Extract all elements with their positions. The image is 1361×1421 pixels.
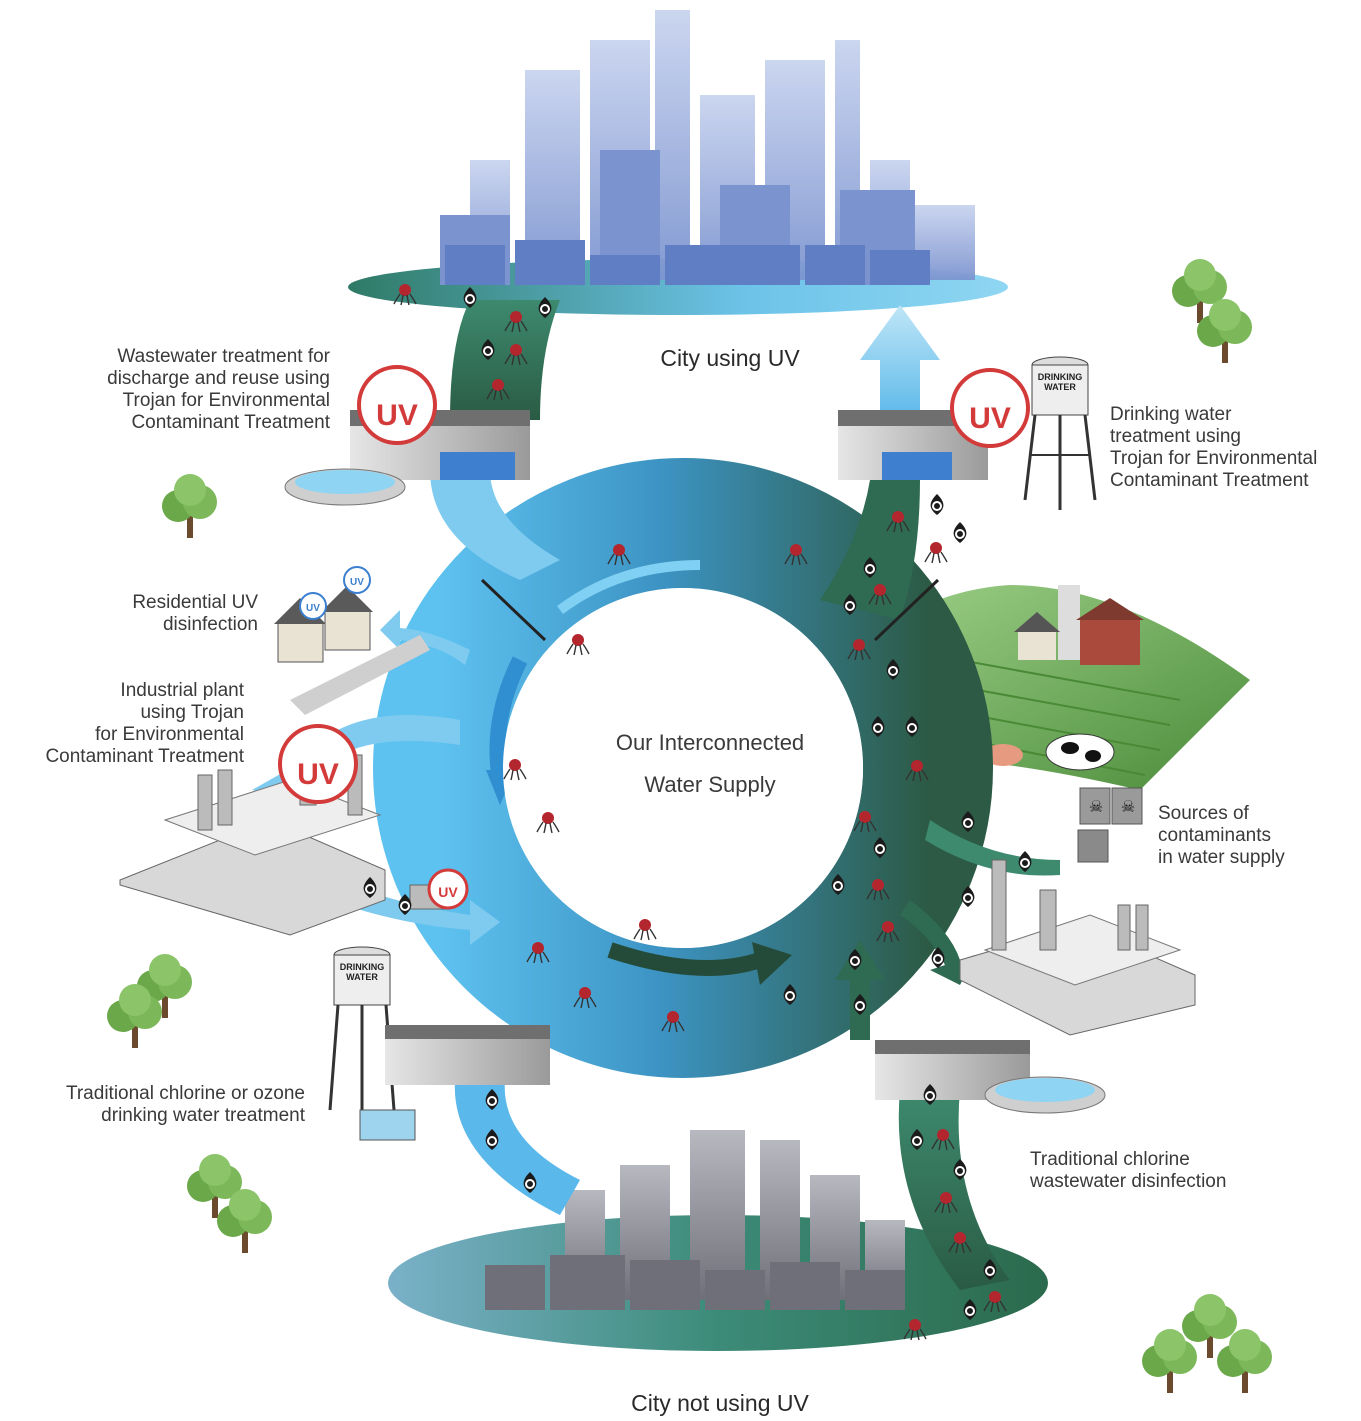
svg-text:UV: UV (969, 402, 1011, 435)
traditional-wastewater-label: Traditional chlorine wastewater disinfec… (1030, 1149, 1227, 1192)
water-tower-icon (328, 946, 416, 1141)
house-icon (274, 586, 430, 715)
city-using-uv (348, 10, 1008, 315)
city-not-using-uv-label: City not using UV (631, 1390, 809, 1416)
svg-text:UV: UV (306, 603, 320, 614)
svg-text:UV: UV (350, 577, 364, 588)
traditional-drinking-label: Traditional chlorine or ozone drinking w… (65, 1083, 305, 1126)
barrel-icon: ☠ ☠ (1077, 787, 1143, 863)
svg-text:☠: ☠ (1121, 799, 1135, 816)
uv-badge-icon: UV (427, 868, 469, 910)
drinking-uv-label: Drinking water treatment using Trojan fo… (1110, 404, 1318, 491)
uv-badge-icon: UV (343, 566, 371, 594)
industrial-uv-label: Industrial plant using Trojan for Enviro… (45, 680, 244, 767)
sources-label: Sources of contaminants in water supply (1158, 803, 1285, 868)
water-tower-text: DRINKING WATER (1037, 372, 1083, 392)
drinking-uv-plant (838, 410, 988, 480)
cow-icon (1045, 733, 1115, 771)
uv-badge-icon: UV (357, 365, 437, 445)
traditional-wastewater-plant (875, 1040, 1106, 1114)
water-tower-text: DRINKING WATER (339, 962, 385, 982)
svg-text:☠: ☠ (1089, 799, 1103, 816)
svg-text:UV: UV (297, 758, 339, 791)
barrier-icon (480, 578, 940, 642)
uv-badge-icon: UV (278, 724, 358, 804)
city-using-uv-label: City using UV (660, 345, 800, 371)
wastewater-uv-label: Wastewater treatment for discharge and r… (107, 346, 330, 433)
residential-uv-label: Residential UV disinfection (132, 592, 258, 635)
center-label: Our Interconnected Water Supply (615, 730, 805, 797)
water-ring (373, 458, 993, 1078)
factory-icon (959, 859, 1196, 1036)
svg-text:UV: UV (376, 399, 418, 432)
city-not-using-uv (388, 1130, 1048, 1351)
uv-badge-icon: UV (299, 592, 327, 620)
traditional-drinking-plant (385, 1025, 550, 1085)
uv-badge-icon: UV (950, 368, 1030, 448)
pig-icon (983, 744, 1023, 766)
water-tower-icon (1023, 356, 1097, 510)
svg-text:UV: UV (438, 884, 458, 900)
